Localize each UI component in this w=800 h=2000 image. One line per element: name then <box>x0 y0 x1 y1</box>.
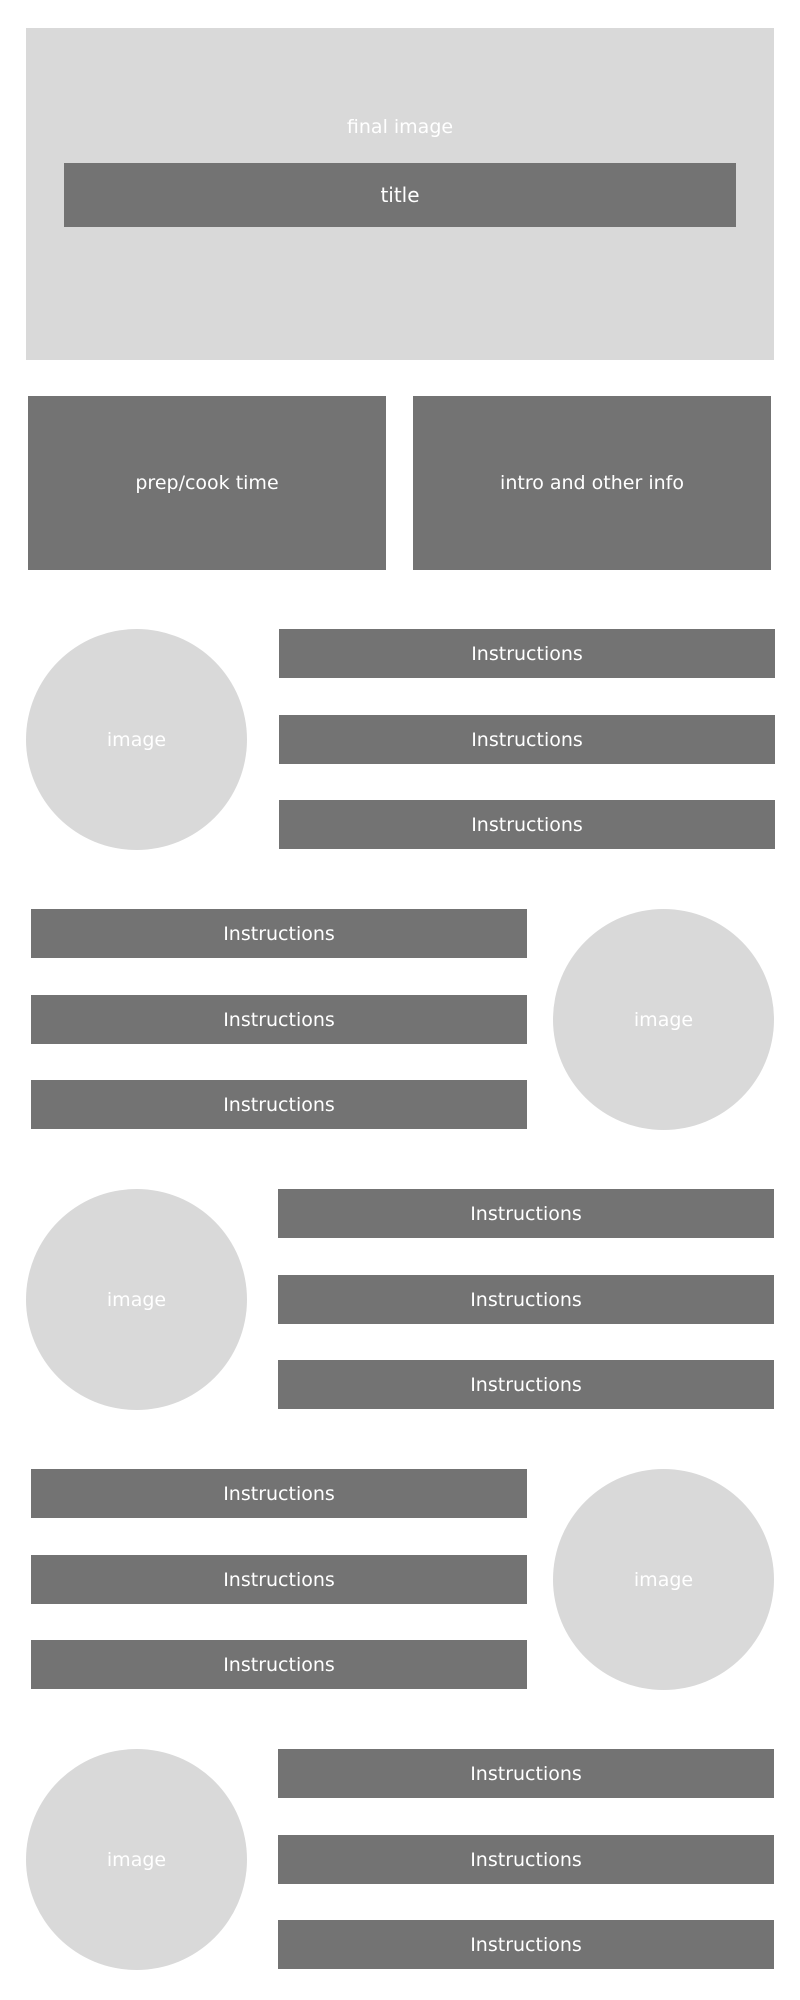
intro-info-box: intro and other info <box>413 396 771 570</box>
step-5-instruction-1: Instructions <box>278 1749 774 1798</box>
step-4-instruction-3: Instructions <box>31 1640 527 1689</box>
step-2-image-placeholder: image <box>553 909 774 1130</box>
step-3-instruction-3: Instructions <box>278 1360 774 1409</box>
step-3-image-placeholder: image <box>26 1189 247 1410</box>
prep-cook-time-box: prep/cook time <box>28 396 386 570</box>
step-1-instruction-2: Instructions <box>279 715 775 764</box>
final-image-label: final image <box>346 116 454 138</box>
step-1-instruction-3: Instructions <box>279 800 775 849</box>
step-2-instruction-3: Instructions <box>31 1080 527 1129</box>
step-4-image-placeholder: image <box>553 1469 774 1690</box>
step-3-instruction-1: Instructions <box>278 1189 774 1238</box>
step-2-instruction-1: Instructions <box>31 909 527 958</box>
step-5-instruction-3: Instructions <box>278 1920 774 1969</box>
step-1-image-placeholder: image <box>26 629 247 850</box>
step-2-instruction-2: Instructions <box>31 995 527 1044</box>
step-5-instruction-2: Instructions <box>278 1835 774 1884</box>
step-5-image-placeholder: image <box>26 1749 247 1970</box>
final-image-placeholder: final image title <box>26 28 774 360</box>
step-3-instruction-2: Instructions <box>278 1275 774 1324</box>
title-bar: title <box>64 163 736 227</box>
step-4-instruction-2: Instructions <box>31 1555 527 1604</box>
step-1-instruction-1: Instructions <box>279 629 775 678</box>
step-4-instruction-1: Instructions <box>31 1469 527 1518</box>
